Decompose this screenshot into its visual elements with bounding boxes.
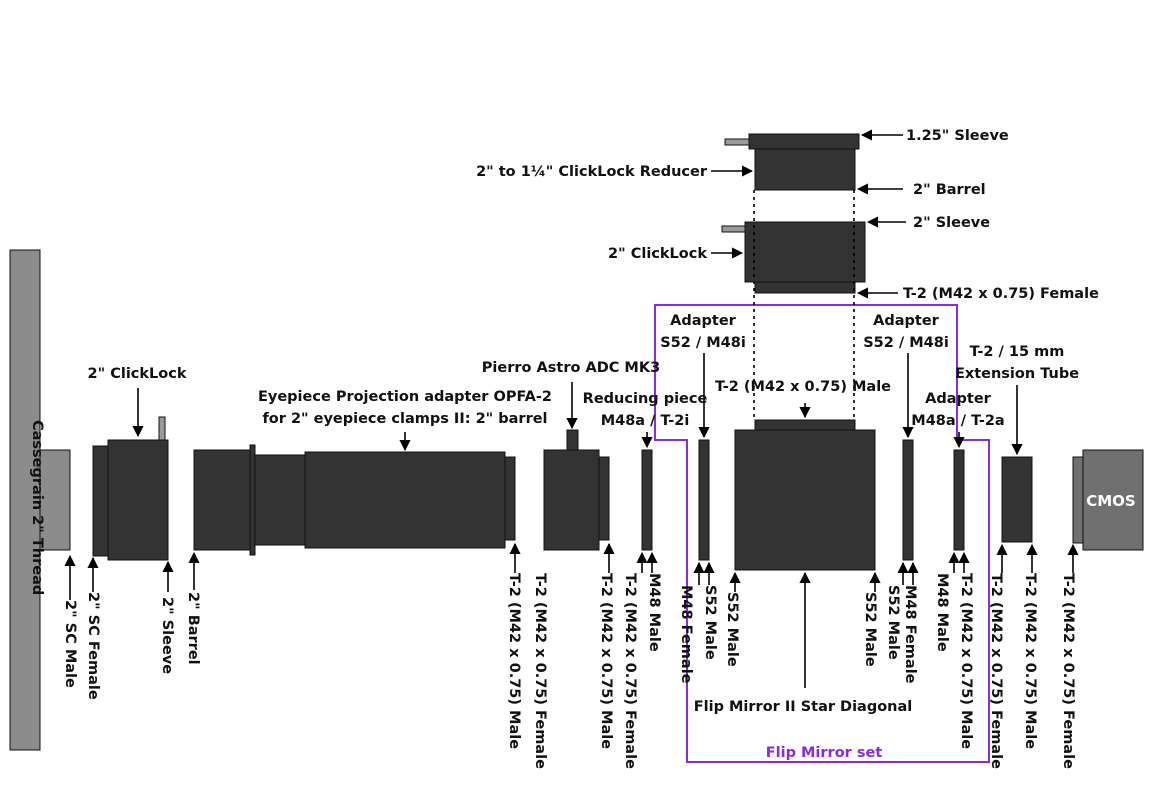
top-t2-female-ring <box>754 281 856 294</box>
label-clicklock: 2" ClickLock <box>88 366 187 382</box>
label-eyepiece-line-2: for 2" eyepiece clamps II: 2" barrel <box>262 411 547 427</box>
label-flip-mirror: Flip Mirror II Star Diagonal <box>694 699 913 715</box>
label-sc-female: 2" SC Female <box>85 592 101 700</box>
flip-mirror-body <box>734 429 876 571</box>
flip-mirror-set-border <box>654 304 990 763</box>
reducer-body <box>754 147 856 191</box>
cmos-camera <box>1082 449 1144 551</box>
label-clicklock-2: 2" ClickLock <box>608 246 707 262</box>
label-t2-male-top: T-2 (M42 x 0.75) Male <box>715 379 891 395</box>
label-cmos: CMOS <box>1086 492 1136 510</box>
label-s52-male-2: S52 Male <box>724 592 740 667</box>
label-m48-male-2: M48 Male <box>934 573 950 652</box>
label-t2-male-2: T-2 (M42 x 0.75) Male <box>598 573 614 749</box>
label-reducer: 2" to 1¼" ClickLock Reducer <box>476 164 708 180</box>
reducing-piece <box>641 449 653 551</box>
label-adapter-right-2: S52 / M48i <box>863 335 949 351</box>
label-reducing-piece-1: Reducing piece <box>583 391 708 407</box>
cmos-nose <box>1072 456 1084 544</box>
opfa-collar <box>254 454 306 546</box>
adc-t2-ring <box>598 456 610 541</box>
label-m48-female-1: M48 Female <box>678 585 694 684</box>
label-s52-male-4: S52 Male <box>885 585 901 660</box>
arrows <box>64 129 1079 688</box>
label-adapter-m48-2: M48a / T-2a <box>911 413 1004 429</box>
opfa-tube <box>304 451 506 549</box>
adapter-s52-m48i-left <box>698 439 710 561</box>
label-sleeve-125: 1.25" Sleeve <box>906 128 1009 144</box>
label-m48-male-1: M48 Male <box>646 573 662 652</box>
label-t2-male-1: T-2 (M42 x 0.75) Male <box>506 573 522 749</box>
top-clicklock-body <box>744 221 866 283</box>
parts <box>9 133 1144 751</box>
label-t2-female-4: T-2 (M42 x 0.75) Female <box>1060 573 1076 769</box>
label-sleeve: 2" Sleeve <box>159 597 175 674</box>
top-clicklock-lever <box>721 225 746 233</box>
label-sleeve-2: 2" Sleeve <box>913 215 990 231</box>
clicklock-body <box>107 439 169 561</box>
label-t2-male-4: T-2 (M42 x 0.75) Male <box>1022 573 1038 749</box>
opfa-barrel <box>193 449 251 551</box>
label-adapter-m48-1: Adapter <box>925 391 992 407</box>
label-sc-male: 2" SC Male <box>62 600 78 688</box>
clicklock-back-ring <box>92 445 109 557</box>
flip-mirror-top-t2 <box>754 419 856 431</box>
label-pierro-adc: Pierro Astro ADC MK3 <box>482 360 660 376</box>
label-adapter-left-2: S52 / M48i <box>660 335 746 351</box>
label-t2-female-2: T-2 (M42 x 0.75) Female <box>622 573 638 769</box>
label-adapter-right-1: Adapter <box>873 313 940 329</box>
label-barrel: 2" Barrel <box>185 592 201 665</box>
label-t2-female-top: T-2 (M42 x 0.75) Female <box>903 286 1099 302</box>
clicklock-lever <box>158 416 166 441</box>
labels: Cassegrain 2" Thread 2" SC Male 2" SC Fe… <box>29 128 1136 769</box>
label-s52-male-1: S52 Male <box>702 585 718 660</box>
adapter-s52-m48i-right <box>902 439 914 561</box>
label-extension-tube-1: T-2 / 15 mm <box>970 344 1065 360</box>
adapter-m48a-t2a <box>953 449 965 551</box>
label-cassegrain-thread: Cassegrain 2" Thread <box>29 420 45 595</box>
label-m48-female-2: M48 Female <box>902 585 918 684</box>
cassegrain-thread-block <box>39 449 71 551</box>
cassegrain-plate <box>9 249 41 751</box>
opfa-t2-ring <box>504 456 516 541</box>
extension-tube <box>1001 456 1033 543</box>
label-adapter-left-1: Adapter <box>670 313 737 329</box>
reducer-lever <box>724 138 750 146</box>
label-flip-mirror-set: Flip Mirror set <box>766 745 883 761</box>
label-t2-female-3: T-2 (M42 x 0.75) Female <box>988 573 1004 769</box>
label-extension-tube-2: Extension Tube <box>955 366 1079 382</box>
label-t2-male-3: T-2 (M42 x 0.75) Male <box>958 573 974 749</box>
label-barrel-2: 2" Barrel <box>913 182 986 198</box>
label-reducing-piece-2: M48a / T-2i <box>601 413 690 429</box>
adc-knob <box>566 429 579 451</box>
reducer-sleeve <box>748 133 860 150</box>
opfa-flange <box>249 444 256 556</box>
label-s52-male-3: S52 Male <box>862 592 878 667</box>
adc-body <box>543 449 600 551</box>
label-t2-female-1: T-2 (M42 x 0.75) Female <box>532 573 548 769</box>
label-eyepiece-line-1: Eyepiece Projection adapter OPFA-2 <box>258 389 552 405</box>
